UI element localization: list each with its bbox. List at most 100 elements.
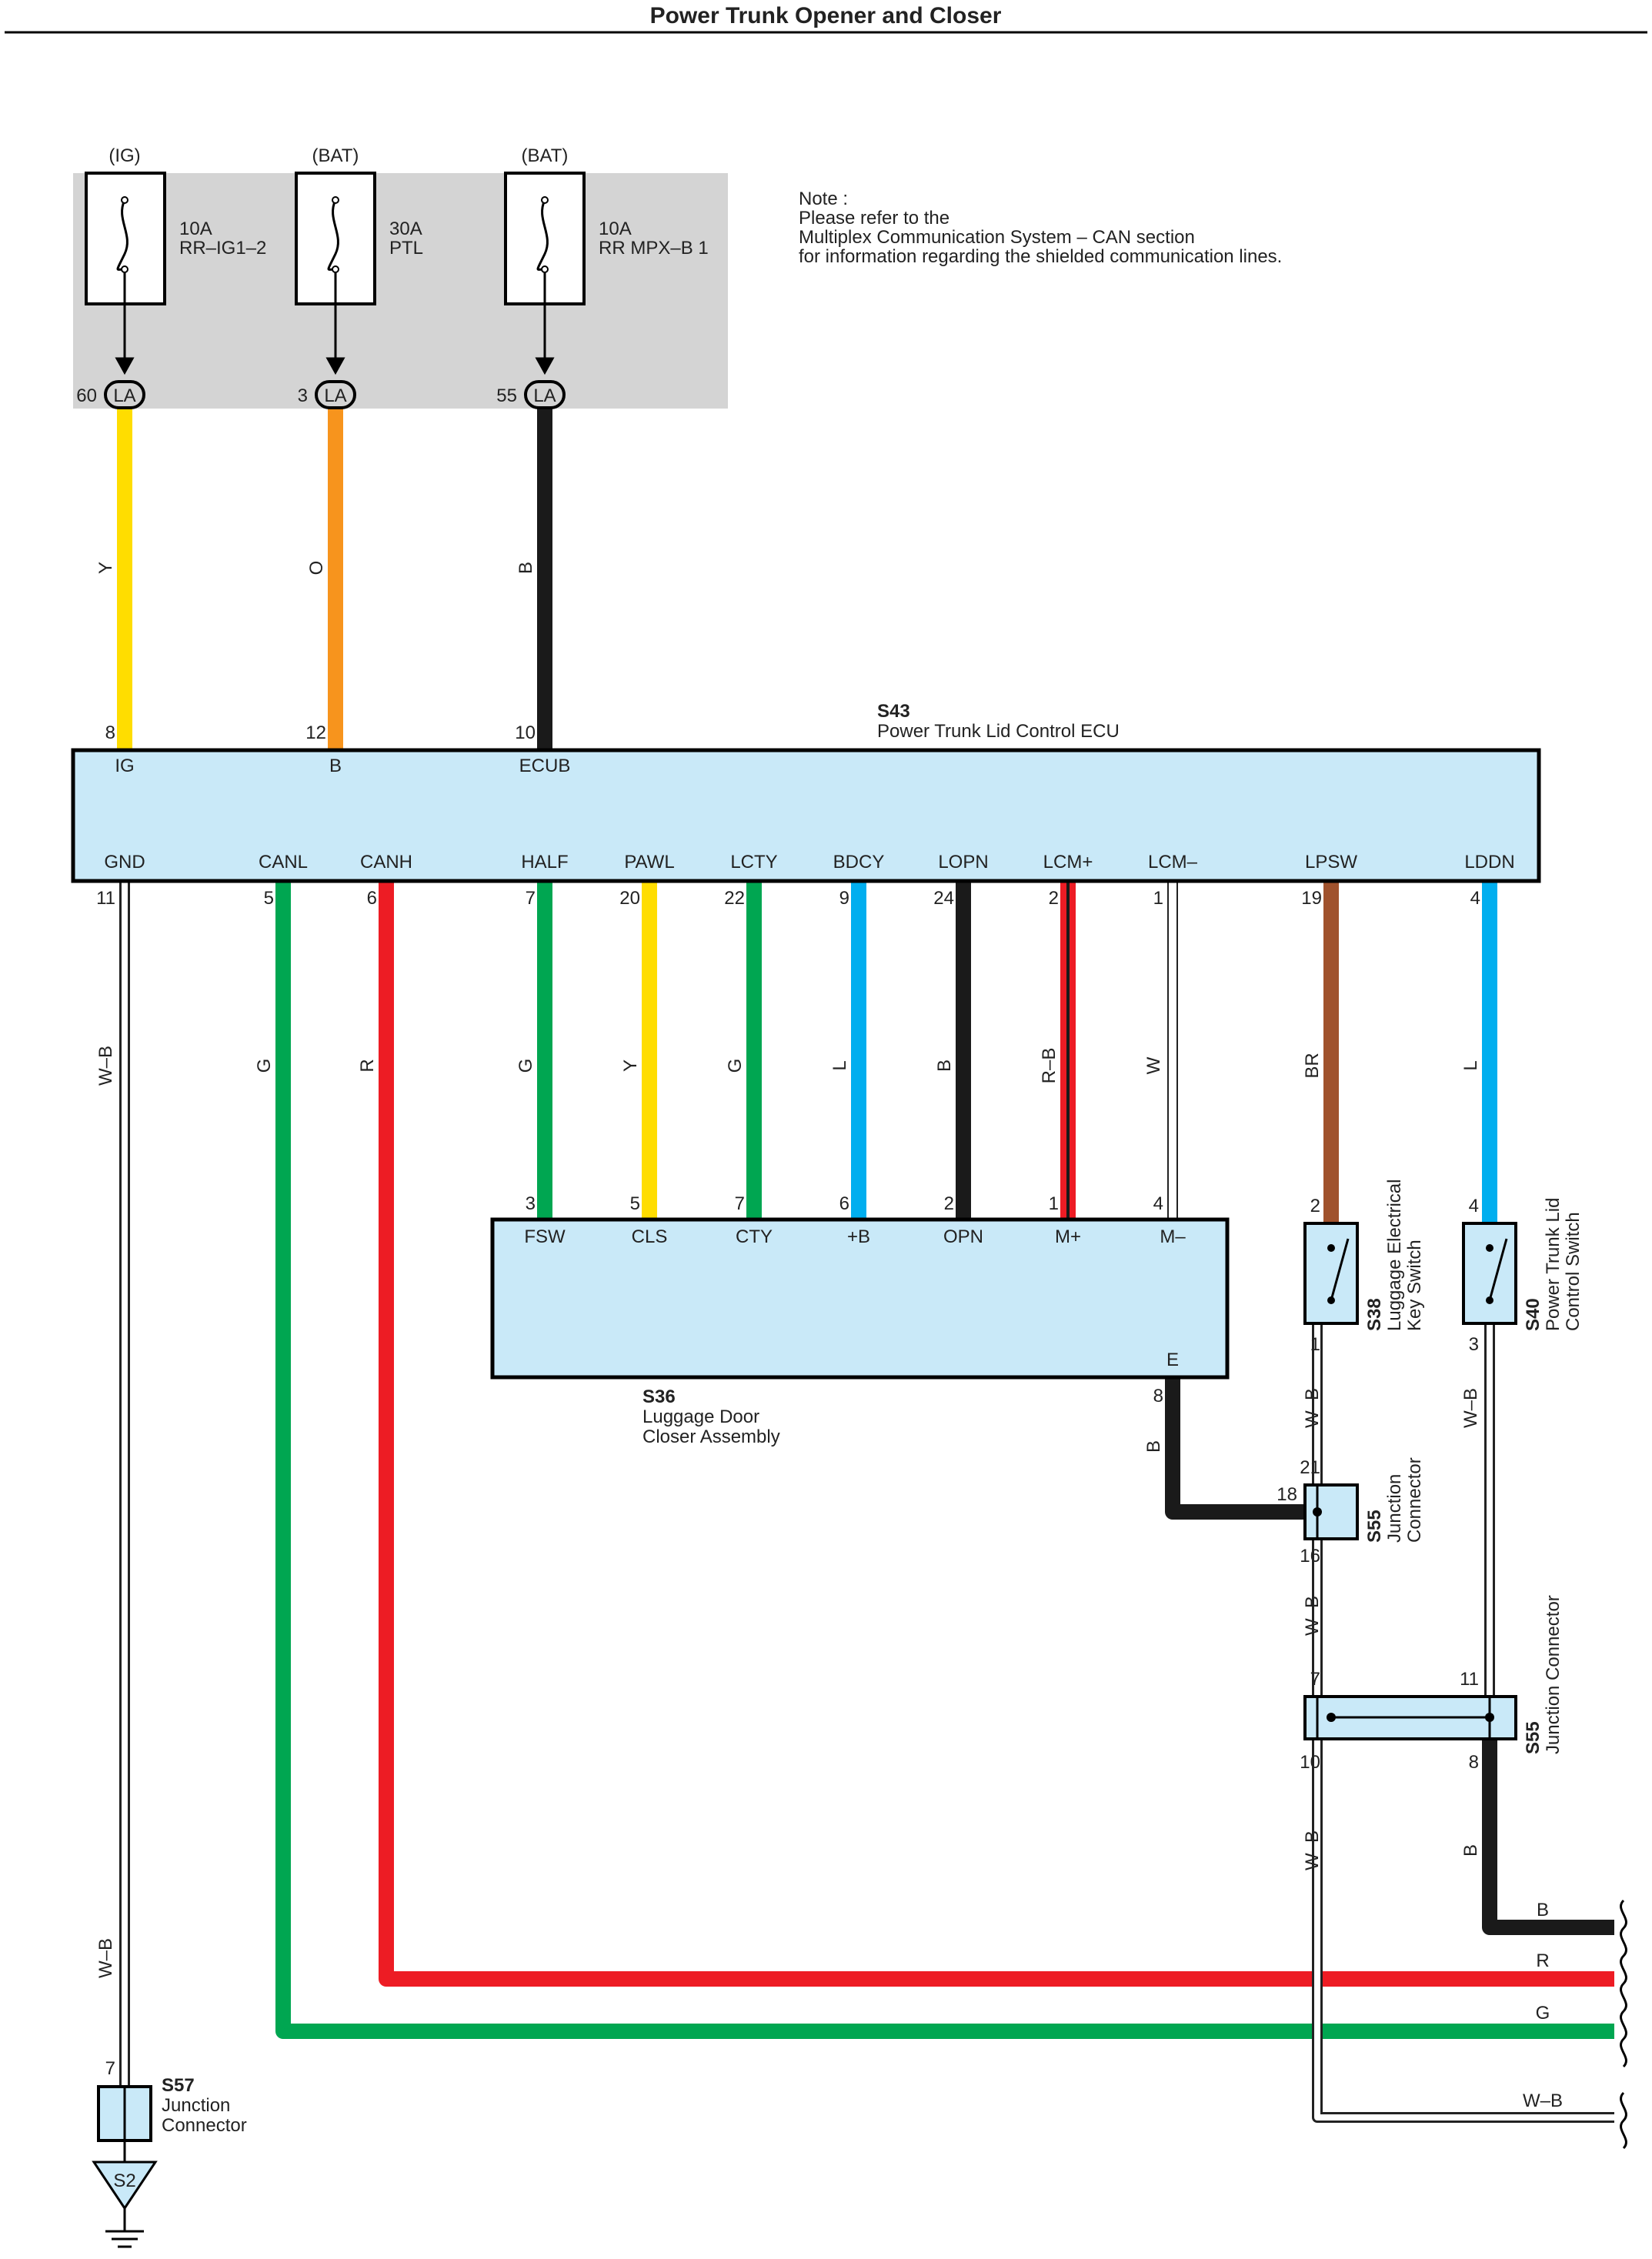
component-name: Luggage Door bbox=[642, 1406, 759, 1427]
svg-text:O: O bbox=[306, 561, 327, 576]
control-switch-s40: 4 3 S40 Power Trunk Lid Control Switch bbox=[1462, 1196, 1584, 1355]
wire-break-icon bbox=[1620, 2091, 1627, 2150]
component-name: Junction bbox=[162, 2095, 230, 2116]
closer-body bbox=[490, 1217, 1230, 1380]
pin-number: 1 bbox=[1310, 1334, 1320, 1355]
pin-number: 2 bbox=[944, 1193, 954, 1214]
svg-text:W–B: W–B bbox=[95, 1938, 116, 1978]
connector-la bbox=[315, 380, 356, 409]
pin-number: 2 bbox=[1310, 1196, 1320, 1216]
svg-text:B: B bbox=[1537, 1900, 1549, 1920]
pin-number: 8 bbox=[1153, 1386, 1163, 1406]
arrow-down-icon bbox=[325, 357, 345, 375]
component-name: Junction Connector bbox=[1543, 1595, 1564, 1754]
pin-number: 4 bbox=[1153, 1193, 1163, 1214]
fuse-rating: 10A bbox=[599, 219, 632, 239]
pin-number: 11 bbox=[1460, 1669, 1479, 1690]
svg-text:LA: LA bbox=[324, 385, 346, 406]
pin-label: LCTY bbox=[730, 852, 777, 873]
svg-text:LA: LA bbox=[533, 385, 556, 406]
svg-text:Y: Y bbox=[95, 562, 116, 574]
wire-r-canh bbox=[379, 881, 1614, 1987]
wire-b-exit bbox=[1482, 1739, 1614, 1935]
pin-number: 7 bbox=[105, 2058, 115, 2079]
pin-label: E bbox=[1166, 1350, 1179, 1370]
svg-text:B: B bbox=[1460, 1844, 1481, 1857]
pin-label: IG bbox=[115, 756, 134, 776]
component-name: Connector bbox=[1404, 1457, 1425, 1543]
key-switch-s38: 2 1 S38 Luggage Electrical Key Switch bbox=[1303, 1180, 1425, 1355]
pin-number: 21 bbox=[1300, 1457, 1320, 1478]
component-name: Closer Assembly bbox=[642, 1426, 780, 1447]
pin-label: CTY bbox=[736, 1226, 773, 1247]
svg-text:B: B bbox=[516, 562, 536, 574]
fuse-name: PTL bbox=[389, 238, 423, 259]
component-id: S57 bbox=[162, 2075, 195, 2096]
fuse-element-icon bbox=[327, 199, 339, 271]
fuse-source-label: (BAT) bbox=[522, 145, 569, 166]
wire-labels: Y O B W–B G R G Y G L B R–B W BR L B W–B… bbox=[95, 561, 1481, 1978]
svg-text:Note :: Note : bbox=[799, 189, 848, 209]
pin-number: 7 bbox=[1310, 1669, 1320, 1690]
component-id: S36 bbox=[642, 1386, 676, 1407]
svg-text:BR: BR bbox=[1302, 1053, 1323, 1078]
svg-text:B: B bbox=[1143, 1440, 1164, 1453]
pin-label: HALF bbox=[521, 852, 568, 873]
switch-contact-icon bbox=[1330, 1238, 1350, 1301]
component-name: Connector bbox=[162, 2115, 247, 2136]
svg-text:Y: Y bbox=[620, 1059, 641, 1072]
pin-number: 12 bbox=[305, 722, 326, 743]
junction-s57: 7 S57 Junction Connector bbox=[97, 2058, 247, 2162]
component-id: S43 bbox=[877, 701, 910, 722]
pin-number: 19 bbox=[1301, 888, 1322, 909]
pin-number: 5 bbox=[630, 1193, 640, 1214]
svg-text:L: L bbox=[1460, 1060, 1481, 1070]
component-name: Luggage Electrical bbox=[1384, 1180, 1405, 1331]
svg-text:G: G bbox=[725, 1059, 746, 1073]
junction-s55-small: 21 18 16 S55 Junction Connector bbox=[1277, 1457, 1425, 1567]
fuse-element-icon bbox=[536, 199, 549, 271]
pin-label: BDCY bbox=[833, 852, 885, 873]
svg-text:G: G bbox=[254, 1059, 275, 1073]
connector-la bbox=[524, 380, 566, 409]
svg-text:G: G bbox=[516, 1059, 536, 1073]
pin-label: +B bbox=[847, 1226, 870, 1247]
wire-b-closer-e bbox=[1165, 1377, 1317, 1520]
junction-s55-large: 7 11 10 8 S55 Junction Connector bbox=[1300, 1595, 1564, 1773]
svg-text:R: R bbox=[357, 1059, 378, 1072]
pin-number: 4 bbox=[1470, 888, 1480, 909]
pin-number: 22 bbox=[724, 888, 745, 909]
break-marks bbox=[1620, 1899, 1627, 2150]
pin-label: M+ bbox=[1055, 1226, 1081, 1247]
pin-number: 55 bbox=[496, 385, 517, 406]
svg-text:R: R bbox=[1536, 1950, 1549, 1971]
component-id: S55 bbox=[1364, 1510, 1385, 1543]
fuse-source-label: (IG) bbox=[108, 145, 140, 166]
ground-s2: S2 bbox=[92, 2161, 158, 2248]
pin-number: 4 bbox=[1469, 1196, 1479, 1216]
pin-number: 6 bbox=[839, 1193, 849, 1214]
svg-text:W: W bbox=[1143, 1056, 1164, 1074]
exit-labels: B R G W–B bbox=[1523, 1900, 1563, 2111]
svg-text:B: B bbox=[934, 1059, 955, 1072]
pin-number: 3 bbox=[526, 1193, 536, 1214]
arrow-down-icon bbox=[535, 357, 555, 375]
pin-number: 10 bbox=[515, 722, 536, 743]
pin-number: 7 bbox=[735, 1193, 745, 1214]
pin-number: 3 bbox=[1469, 1334, 1479, 1355]
connector-la bbox=[104, 380, 145, 409]
pin-number: 16 bbox=[1300, 1546, 1320, 1567]
pin-number: 60 bbox=[76, 385, 97, 406]
closer-s36: 3 5 7 6 2 1 4 FSW CLS CTY +B OPN M+ M– E… bbox=[490, 1193, 1230, 1447]
pin-label: OPN bbox=[943, 1226, 983, 1247]
pin-number: 1 bbox=[1153, 888, 1163, 909]
svg-text:G: G bbox=[1536, 2003, 1550, 2024]
pin-label: M– bbox=[1160, 1226, 1186, 1247]
pin-label: LDDN bbox=[1464, 852, 1514, 873]
pin-number: 6 bbox=[367, 888, 377, 909]
fuse-rating: 10A bbox=[179, 219, 212, 239]
fuse-box bbox=[73, 173, 728, 409]
fuse-rating: 30A bbox=[389, 219, 422, 239]
component-name: Key Switch bbox=[1404, 1240, 1425, 1331]
